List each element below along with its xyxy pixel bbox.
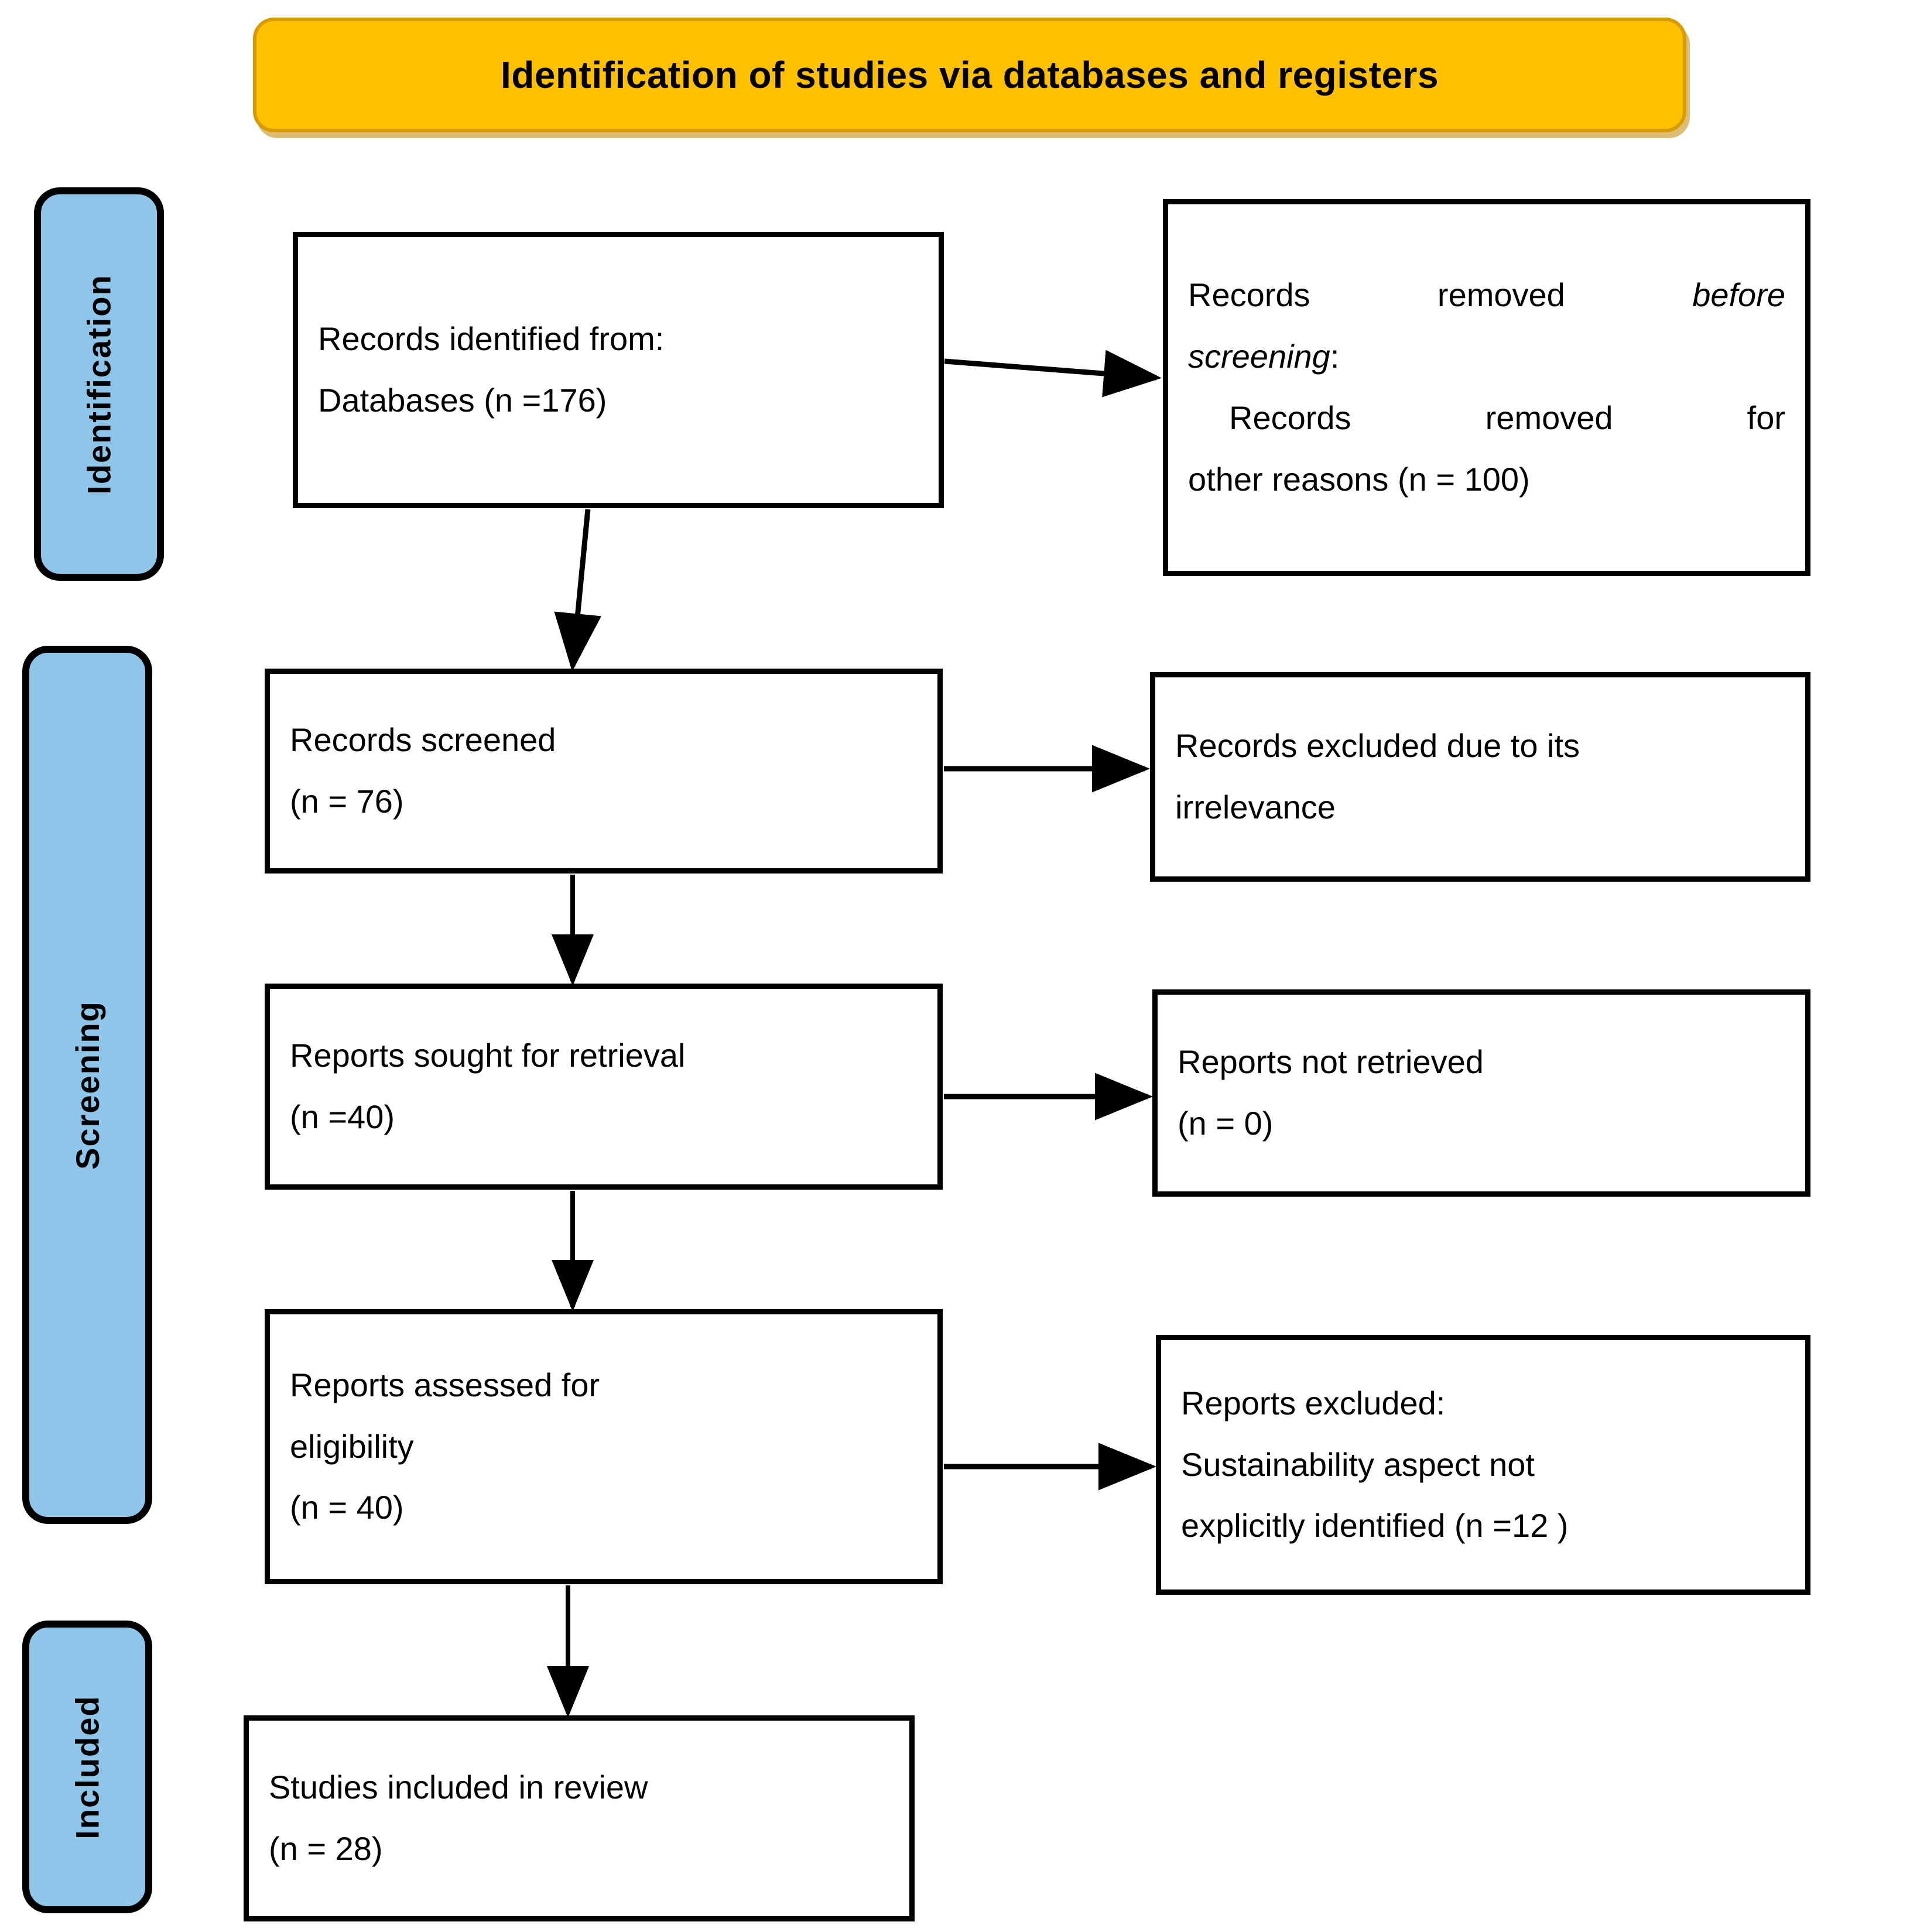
reports-sought-line-1: Reports sought for retrieval [290, 1037, 686, 1074]
studies-included-line-1: Studies included in review [269, 1769, 648, 1806]
stage-label-screening: Screening [22, 646, 152, 1524]
reports-sought-line-2: (n =40) [290, 1098, 395, 1135]
reports-not-retrieved-line-1: Reports not retrieved [1178, 1043, 1484, 1081]
reports-not-retrieved-line-2: (n = 0) [1178, 1105, 1274, 1142]
reports-excluded-line-1: Reports excluded: [1181, 1384, 1446, 1421]
box-records-screened: Records screened (n = 76) [265, 669, 943, 873]
box-reports-sought: Reports sought for retrieval (n =40) [265, 984, 943, 1190]
arrow-identified-to-removed [944, 350, 1162, 398]
stage-label-identification: Identification [34, 187, 164, 581]
records-excluded-line-2: irrelevance [1175, 789, 1336, 825]
box-reports-assessed: Reports assessed for eligibility (n = 40… [265, 1309, 943, 1584]
records-identified-line-1: Records identified from: [318, 320, 665, 358]
records-removed-text-normal: Records removed [1188, 276, 1693, 314]
diagram-title: Identification of studies via databases … [500, 54, 1439, 96]
box-records-removed-before-screening: Records removed before screening: Record… [1163, 199, 1810, 576]
stage-identification-text: Identification [80, 273, 118, 495]
box-records-identified: Records identified from: Databases (n =1… [293, 232, 944, 508]
records-removed-line-3: Records removed for [1188, 399, 1785, 436]
box-studies-included: Studies included in review (n = 28) [244, 1715, 915, 1921]
reports-excluded-line-2: Sustainability aspect not [1181, 1445, 1535, 1483]
diagram-header-banner: Identification of studies via databases … [253, 18, 1686, 132]
records-removed-reason-text: Records removed for [1229, 399, 1785, 436]
records-excluded-line-1: Records excluded due to its [1175, 727, 1580, 765]
records-removed-text-italic-screening: screening [1188, 338, 1330, 375]
records-removed-line-1: Records removed before [1188, 278, 1785, 313]
stage-included-text: Included [69, 1694, 106, 1839]
box-reports-not-retrieved: Reports not retrieved (n = 0) [1152, 989, 1810, 1197]
arrow-identified-to-screened [554, 509, 602, 672]
studies-included-line-2: (n = 28) [269, 1830, 383, 1867]
records-screened-line-1: Records screened [290, 721, 556, 759]
records-identified-line-2: Databases (n =176) [318, 382, 607, 419]
reports-assessed-line-1: Reports assessed for [290, 1366, 600, 1403]
records-removed-line-4: other reasons (n = 100) [1188, 460, 1530, 498]
stage-label-included: Included [22, 1621, 152, 1913]
records-screened-line-2: (n = 76) [290, 783, 404, 820]
reports-assessed-line-3: (n = 40) [290, 1489, 404, 1526]
records-removed-colon: : [1330, 338, 1340, 375]
records-removed-text-italic-before: before [1692, 276, 1785, 314]
box-records-excluded: Records excluded due to its irrelevance [1150, 672, 1810, 882]
reports-excluded-line-3: explicitly identified (n =12 ) [1181, 1507, 1569, 1544]
records-removed-line-2: screening: [1188, 338, 1785, 375]
stage-screening-text: Screening [69, 1000, 106, 1170]
reports-assessed-line-2: eligibility [290, 1427, 414, 1465]
box-reports-excluded: Reports excluded: Sustainability aspect … [1156, 1335, 1810, 1595]
